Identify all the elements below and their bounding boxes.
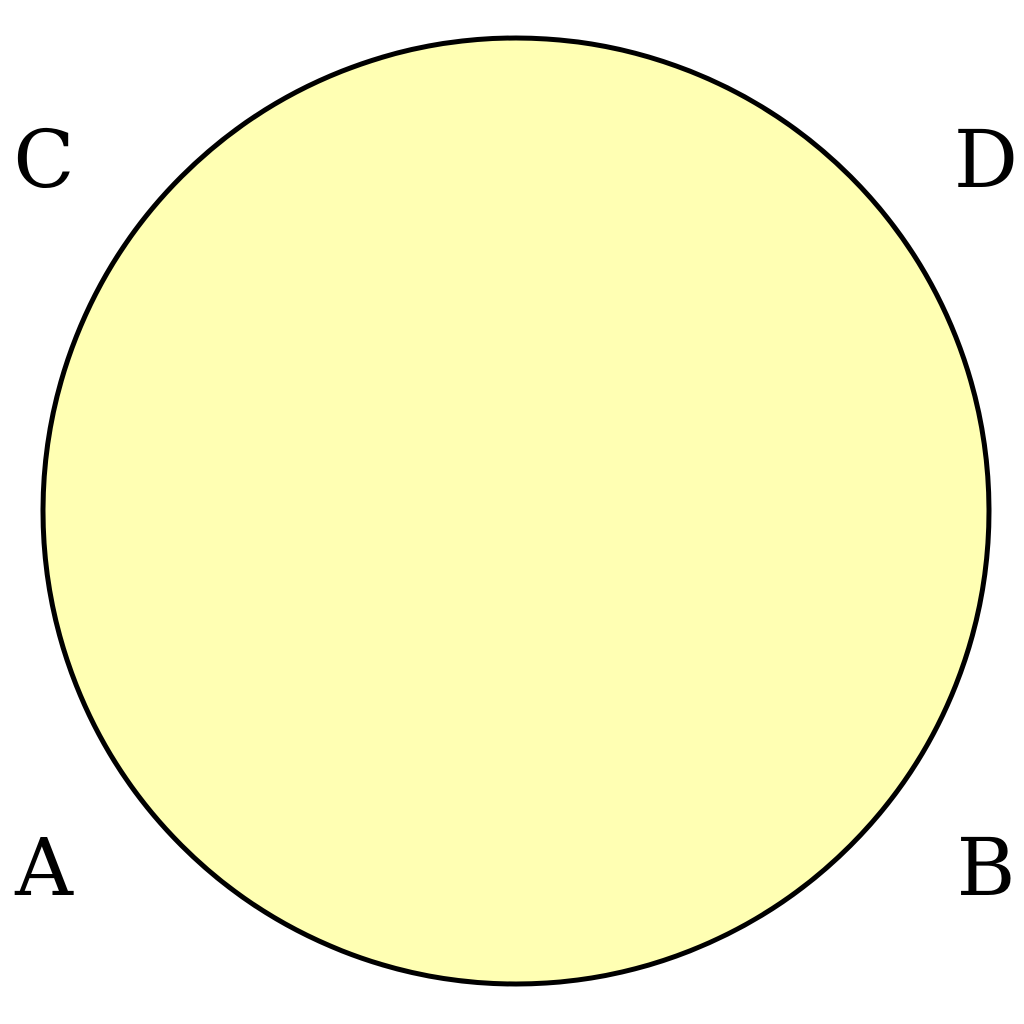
label-a: A — [14, 821, 74, 914]
main-circle — [40, 35, 992, 987]
label-b: B — [957, 821, 1016, 914]
label-c: C — [13, 113, 74, 206]
label-d: D — [954, 113, 1018, 206]
